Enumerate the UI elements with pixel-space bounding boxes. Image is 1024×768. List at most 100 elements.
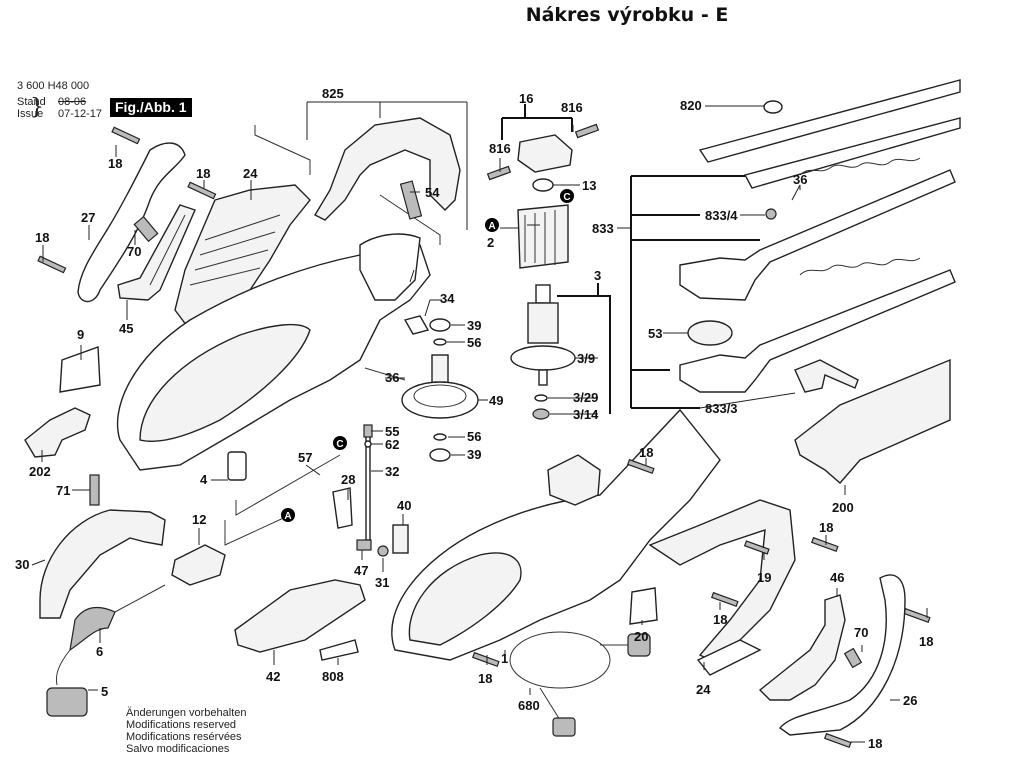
label-18-a: 18 — [108, 156, 122, 171]
label-32: 32 — [385, 464, 399, 479]
label-202: 202 — [29, 464, 51, 479]
part-820-cap — [763, 100, 783, 114]
issue-label: Issue — [17, 108, 44, 120]
label-46: 46 — [830, 570, 844, 585]
label-4: 4 — [200, 472, 208, 487]
callout-marker-c-top: C — [560, 189, 574, 203]
label-36-mid: 36 — [385, 370, 399, 385]
part-54-spring — [399, 180, 423, 220]
part-53-plate — [687, 320, 733, 346]
note-en: Modifications reserved — [126, 719, 237, 731]
label-3-9: 3/9 — [577, 351, 595, 366]
label-2: 2 — [487, 235, 494, 250]
stand-issue-labels: Stand Issue — [17, 96, 46, 120]
label-9: 9 — [77, 327, 84, 342]
part-56-washer-bottom — [433, 433, 447, 441]
callout-marker-c-cable: C — [333, 436, 347, 450]
stand-value: 08-06 — [58, 96, 87, 108]
callout-marker-a-cable: A — [281, 508, 295, 522]
part-39-bearing-bottom — [429, 448, 451, 462]
label-70-left: 70 — [127, 244, 141, 259]
note-fr: Modifications resérvées — [126, 731, 242, 743]
part-1-main-housing-right — [391, 408, 721, 661]
part-42-bottom-cover — [234, 579, 366, 653]
label-18-f: 18 — [713, 612, 727, 627]
part-45-grip — [117, 204, 196, 301]
part-70-spring — [133, 215, 159, 243]
label-18-c: 18 — [35, 230, 49, 245]
label-3-14: 3/14 — [573, 407, 599, 422]
stand-issue-values: 08-06 07-12-17 — [58, 96, 102, 120]
leader-lines — [31, 101, 928, 743]
label-3: 3 — [594, 268, 601, 283]
part-9-sticker — [59, 346, 101, 393]
label-833: 833 — [592, 221, 614, 236]
main-housing-left-shell — [116, 233, 431, 471]
part-833-4-nut — [765, 208, 777, 220]
label-18-i: 18 — [868, 736, 882, 751]
label-40: 40 — [397, 498, 411, 513]
part-71-spring — [89, 474, 100, 506]
part-70-spring-right — [843, 647, 863, 669]
label-39-bottom: 39 — [467, 447, 481, 462]
label-12: 12 — [192, 512, 206, 527]
brace-symbol: } — [30, 95, 44, 120]
stand-label: Stand — [17, 96, 46, 108]
label-18-h: 18 — [478, 671, 492, 686]
label-16: 16 — [519, 91, 533, 106]
part-20-sticker — [629, 587, 658, 625]
label-18-b: 18 — [196, 166, 210, 181]
part-labels: 825 16 816 816 820 13 2 36 833 833/4 53 … — [15, 86, 933, 751]
part-49-gear — [401, 354, 479, 419]
footer-notes: Änderungen vorbehalten Modifications res… — [126, 707, 246, 755]
label-200: 200 — [832, 500, 854, 515]
part-202-button — [24, 407, 91, 458]
part-12-capacitor — [171, 544, 226, 586]
part-5-switch-plug — [46, 687, 88, 717]
label-57: 57 — [298, 450, 312, 465]
part-19-screw — [743, 540, 770, 555]
part-24-front-guard — [648, 499, 796, 676]
label-27: 27 — [81, 210, 95, 225]
label-3-29: 3/29 — [573, 390, 598, 405]
svg-text:C: C — [336, 439, 343, 450]
note-de: Änderungen vorbehalten — [126, 707, 247, 719]
part-46-grip-insert — [758, 594, 846, 701]
label-62: 62 — [385, 437, 399, 452]
label-833-3: 833/3 — [705, 401, 738, 416]
part-27-handle-cover — [77, 142, 186, 303]
label-18-e: 18 — [819, 520, 833, 535]
part-39-bearing-top — [429, 318, 451, 332]
part-56-washer-top — [433, 338, 447, 346]
label-18-g: 18 — [919, 634, 933, 649]
label-70-right: 70 — [854, 625, 868, 640]
screws-18-topleft — [37, 126, 217, 274]
label-34: 34 — [440, 291, 455, 306]
label-56-bottom: 56 — [467, 429, 481, 444]
part-57-cable — [224, 454, 341, 546]
label-31: 31 — [375, 575, 389, 590]
label-6: 6 — [96, 644, 103, 659]
parts-switch-mechanism — [332, 424, 409, 557]
svg-text:A: A — [488, 221, 495, 232]
part-4-switch — [227, 451, 247, 481]
label-5: 5 — [101, 684, 108, 699]
part-825-front-handle — [254, 117, 461, 245]
label-680: 680 — [518, 698, 540, 713]
label-36-top: 36 — [793, 172, 807, 187]
label-20: 20 — [634, 629, 648, 644]
part-680-power-cord — [509, 631, 651, 737]
label-54: 54 — [425, 185, 440, 200]
part-808-label — [319, 639, 359, 661]
label-45: 45 — [119, 321, 133, 336]
blade-lower — [679, 257, 956, 393]
label-833-4: 833/4 — [705, 208, 738, 223]
label-808: 808 — [322, 669, 344, 684]
part-3-armature — [510, 284, 576, 420]
part-2-stator — [517, 204, 569, 269]
label-42: 42 — [266, 669, 280, 684]
label-13: 13 — [582, 178, 596, 193]
label-30: 30 — [15, 557, 29, 572]
part-6-cable-sleeve — [55, 584, 166, 686]
